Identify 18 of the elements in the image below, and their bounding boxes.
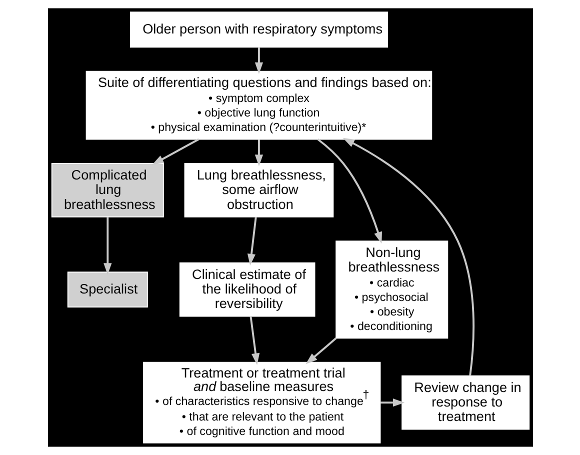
arrow: [316, 138, 382, 244]
arrow: [254, 140, 263, 166]
arrow: [103, 217, 112, 275]
arrow: [246, 216, 256, 266]
node-box: Older person with respiratory symptoms: [129, 12, 388, 48]
node-box: Non-lung breathlessness • cardiac • psychosocial • obesity • deconditioning: [335, 240, 448, 339]
node-box: Clinical estimate of the likelihood of reversibility: [178, 262, 315, 317]
node-box: Lung breathlessness, some airflow obstruction: [184, 163, 334, 218]
arrow: [254, 47, 263, 74]
arrow: [152, 138, 199, 165]
node-box: Suite of differentiating questions and findings based on: • symptom complex • objective lung function • physical examination (?counterintuitive)*: [85, 70, 432, 140]
arrow: [249, 316, 260, 365]
arrow: [342, 138, 474, 376]
arrow: [305, 338, 336, 364]
node-box: Review change in response to treatment: [401, 375, 530, 430]
node-box: Specialist: [66, 272, 148, 308]
node-box: Complicated lung breathlessness: [50, 163, 164, 218]
arrow: [380, 398, 404, 407]
